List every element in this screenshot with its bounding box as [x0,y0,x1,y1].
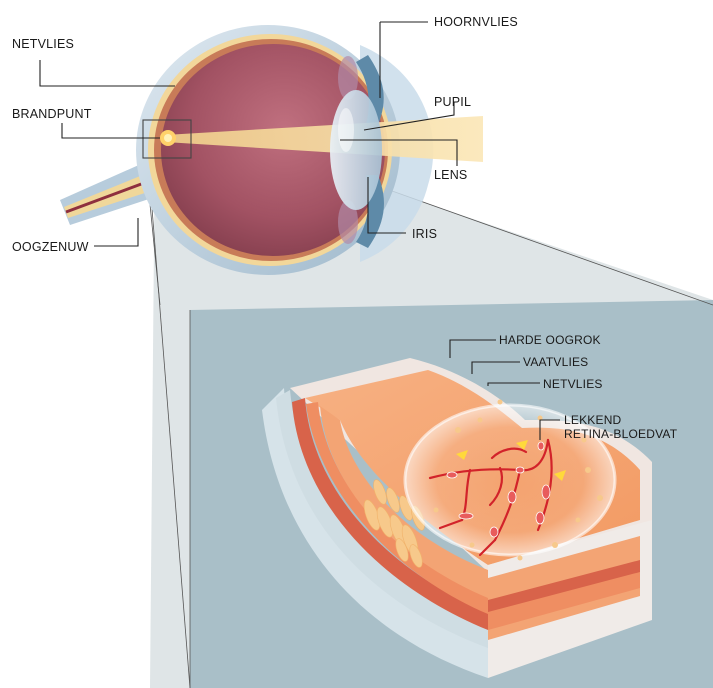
label-lens: LENS [434,168,467,182]
label-oogzenuw: OOGZENUW [12,240,89,254]
label-hoornvlies: HOORNVLIES [434,15,518,29]
label-pupil: PUPIL [434,95,471,109]
label-netvlies-eye: NETVLIES [12,37,74,51]
label-harde-oogrok: HARDE OOGROK [499,333,601,347]
label-lekkend: LEKKEND [564,413,621,427]
lens [330,90,382,210]
label-brandpunt: BRANDPUNT [12,107,92,121]
label-netvlies-detail: NETVLIES [543,377,603,391]
label-iris: IRIS [412,227,437,241]
label-retina-bloedvat: RETINA-BLOEDVAT [564,427,677,441]
label-vaatvlies: VAATVLIES [523,355,588,369]
